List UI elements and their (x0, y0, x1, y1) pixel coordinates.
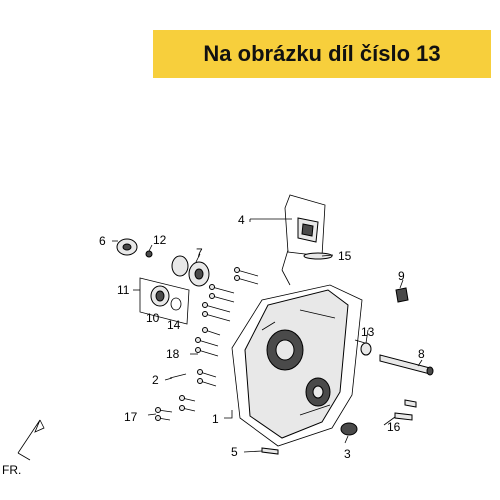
label-part-5: 5 (231, 445, 238, 459)
part-number-banner: Na obrázku díl číslo 13 (153, 30, 491, 78)
label-part-13: 13 (361, 325, 375, 339)
label-part-11: 11 (117, 283, 130, 297)
part-17-bolts (155, 395, 196, 421)
part-9-breather (395, 287, 409, 303)
part-6-cap (116, 238, 138, 256)
part-12-ring (145, 250, 153, 258)
label-part-18: 18 (166, 347, 180, 361)
part-15-oring (303, 252, 333, 260)
leader-lines (112, 218, 423, 453)
part-1-crankcase-cover (244, 289, 349, 439)
label-part-16: 16 (387, 420, 401, 434)
label-part-6: 6 (99, 234, 106, 248)
part-2-stud (169, 373, 187, 379)
part-16-pin (394, 399, 417, 421)
part-18-bolts (195, 267, 259, 387)
direction-label: FR. (2, 463, 21, 477)
front-direction-arrow-icon (17, 419, 45, 461)
banner-text: Na obrázku díl číslo 13 (203, 41, 441, 66)
label-part-14: 14 (167, 318, 181, 332)
part-7-seal (171, 255, 210, 287)
label-part-1: 1 (212, 412, 219, 426)
label-part-4: 4 (238, 213, 245, 227)
part-10-bearing (150, 285, 170, 307)
label-part-3: 3 (344, 447, 351, 461)
part-13-seal (360, 342, 372, 356)
label-part-10: 10 (146, 311, 160, 325)
label-part-8: 8 (418, 347, 425, 361)
part-3-cap (340, 422, 358, 436)
part-11-bracket (139, 277, 190, 325)
label-part-9: 9 (398, 269, 405, 283)
label-part-12: 12 (153, 233, 167, 247)
label-part-2: 2 (152, 373, 159, 387)
label-part-7: 7 (196, 246, 203, 260)
label-part-17: 17 (124, 410, 138, 424)
part-4-bracket (284, 194, 326, 257)
label-part-15: 15 (338, 249, 352, 263)
part-5-dowel (261, 447, 279, 455)
part-14-oring (170, 297, 182, 311)
part-1-bracket (231, 284, 363, 447)
part-8-shaft (379, 354, 434, 376)
part-4-component (297, 217, 319, 243)
